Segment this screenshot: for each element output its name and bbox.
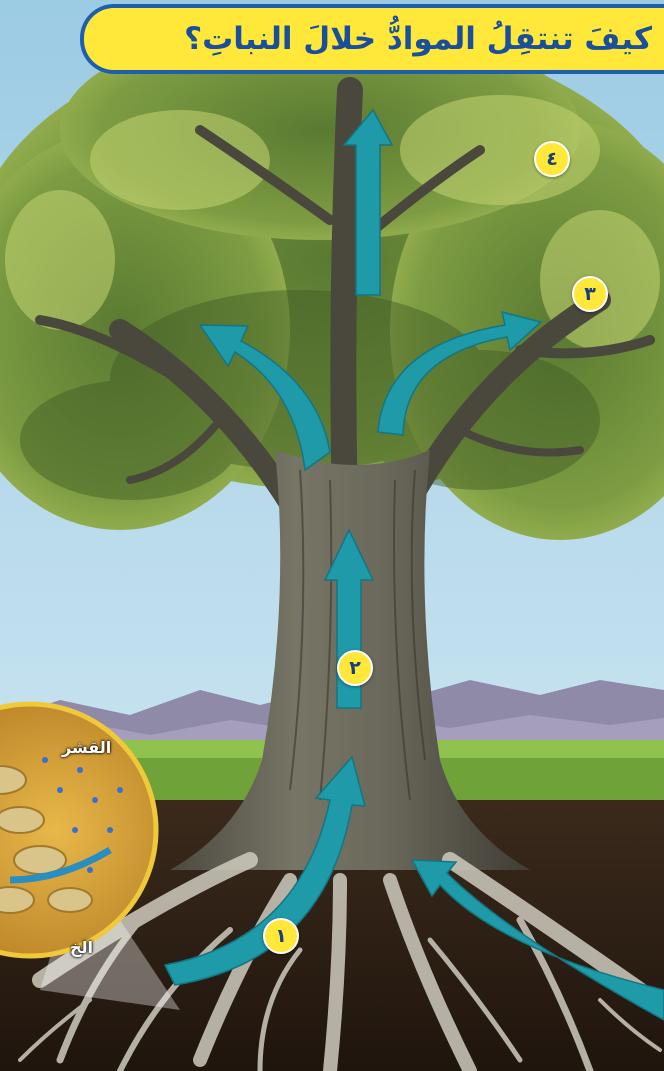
step-badge-2: ٢	[337, 650, 373, 686]
step-badge-1: ١	[263, 918, 299, 954]
inset-label-bottom: الخ	[70, 938, 93, 957]
step-badge-4: ٤	[534, 141, 570, 177]
page-title: كيفَ تنتقِلُ الموادُّ خلالَ النباتِ؟	[184, 21, 652, 57]
inset-label-bark: القشر	[62, 738, 111, 757]
title-banner: كيفَ تنتقِلُ الموادُّ خلالَ النباتِ؟	[80, 4, 664, 74]
step-badge-3: ٣	[572, 276, 608, 312]
